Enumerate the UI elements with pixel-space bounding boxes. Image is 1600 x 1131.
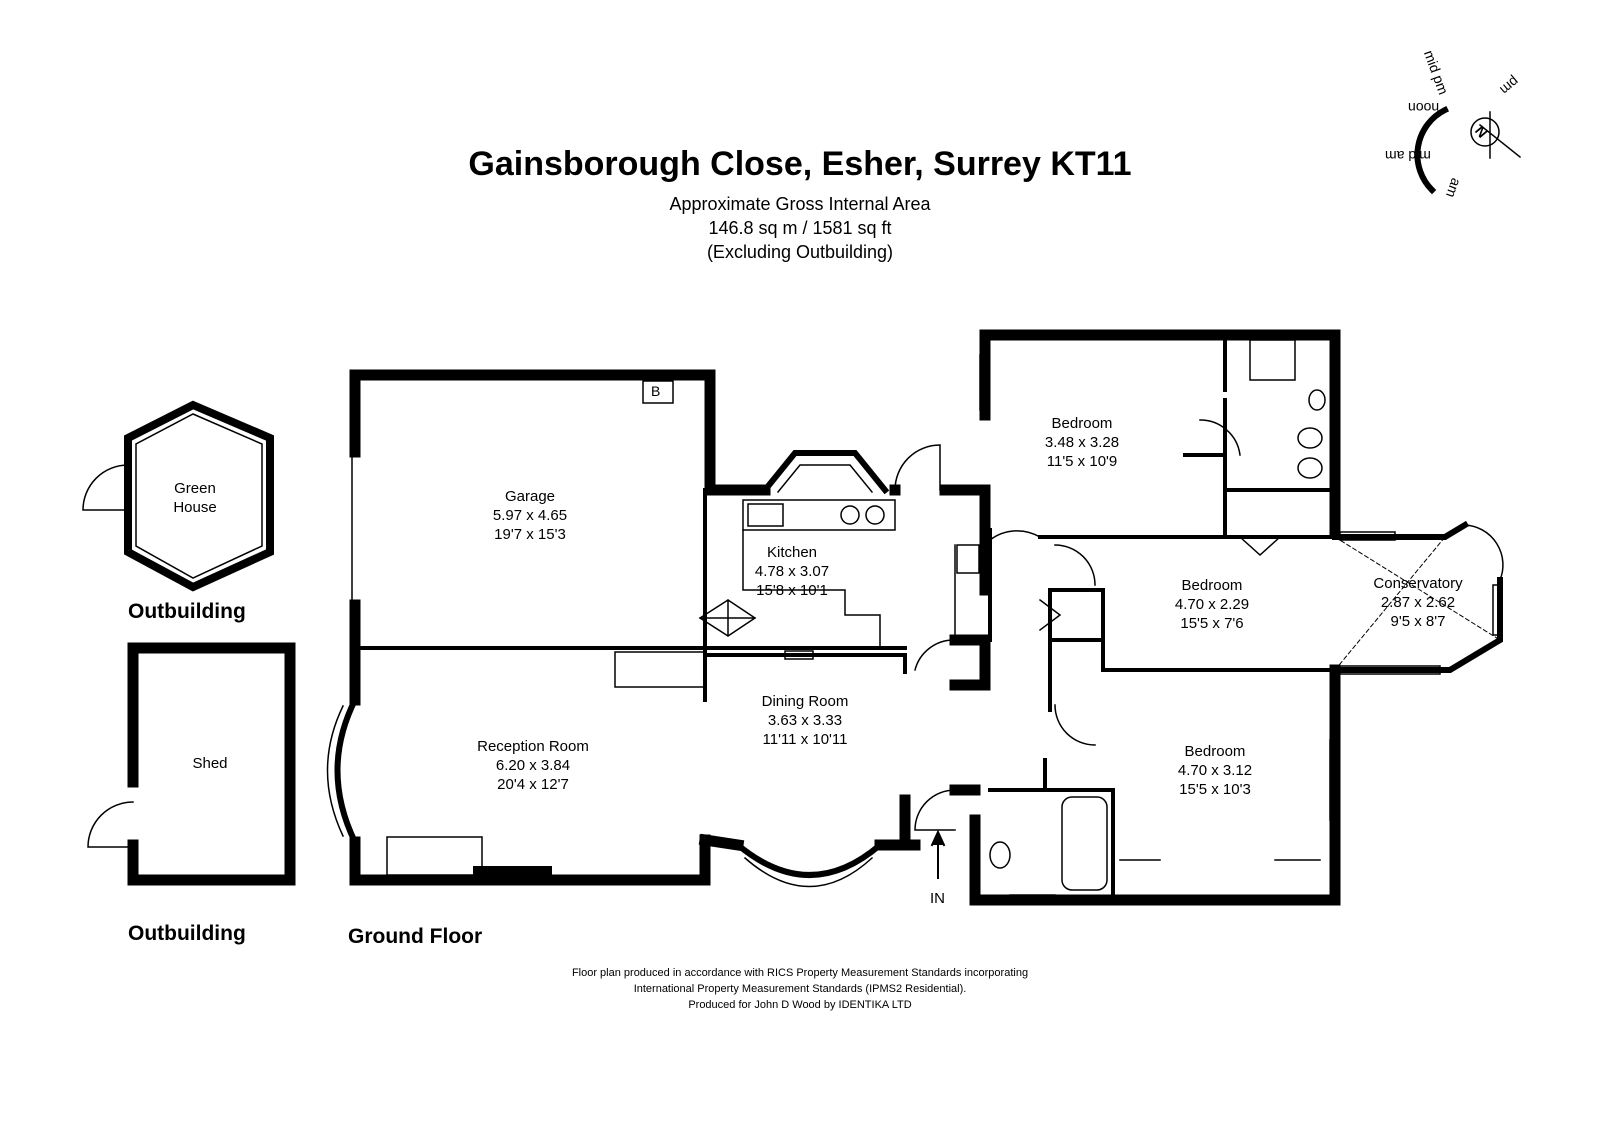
room-garage-metric: 5.97 x 4.65 bbox=[492, 507, 568, 524]
kitchen-worktops bbox=[742, 499, 980, 649]
door-swings bbox=[914, 419, 1241, 831]
bedroom-wing-walls bbox=[949, 329, 1341, 906]
stairs-skylight bbox=[698, 599, 757, 637]
entrance-arrow bbox=[930, 829, 946, 879]
room-reception: Reception Room 6.20 x 3.84 20'4 x 12'7 bbox=[477, 737, 589, 794]
reception-walls bbox=[349, 642, 711, 886]
dining-walls bbox=[698, 794, 921, 852]
greenhouse-walls bbox=[124, 400, 274, 592]
internal-walls bbox=[353, 338, 1337, 897]
area-value: 146.8 sq m / 1581 sq ft bbox=[708, 218, 892, 238]
room-bedroom-2-imperial: 15'5 x 7'6 bbox=[1180, 615, 1244, 632]
plan-title: Gainsborough Close, Esher, Surrey KT11 bbox=[468, 145, 1132, 183]
ground-floor-label: Ground Floor bbox=[348, 925, 483, 948]
room-bedroom-2: Bedroom 4.70 x 2.29 15'5 x 7'6 bbox=[1175, 576, 1249, 633]
room-shed: Shed bbox=[192, 755, 228, 772]
room-bedroom-3-name: Bedroom bbox=[1184, 743, 1246, 760]
room-dining: Dining Room 3.63 x 3.33 11'11 x 10'11 bbox=[762, 692, 849, 749]
room-dining-imperial: 11'11 x 10'11 bbox=[762, 731, 848, 748]
room-conservatory-name: Conservatory bbox=[1373, 575, 1463, 592]
room-kitchen-name: Kitchen bbox=[766, 544, 818, 561]
compass-label-noon: noon bbox=[1408, 100, 1440, 116]
compass-icon bbox=[1414, 105, 1522, 195]
room-bedroom-1-imperial: 11'5 x 10'9 bbox=[1046, 453, 1118, 470]
room-bedroom-1-metric: 3.48 x 3.28 bbox=[1044, 434, 1120, 451]
room-conservatory-metric: 2.87 x 2.62 bbox=[1380, 594, 1456, 611]
area-label: Approximate Gross Internal Area bbox=[669, 194, 931, 214]
dining-bay-window bbox=[733, 840, 885, 878]
room-dining-metric: 3.63 x 3.33 bbox=[767, 712, 843, 729]
room-bedroom-3-metric: 4.70 x 3.12 bbox=[1177, 762, 1253, 779]
room-bedroom-3: Bedroom 4.70 x 3.12 15'5 x 10'3 bbox=[1178, 742, 1252, 799]
room-kitchen-metric: 4.78 x 3.07 bbox=[754, 563, 830, 580]
wardrobes bbox=[1038, 535, 1321, 861]
room-greenhouse: Green House bbox=[173, 480, 217, 516]
room-reception-imperial: 20'4 x 12'7 bbox=[497, 776, 569, 793]
conservatory-walls bbox=[1332, 520, 1503, 673]
room-dining-name: Dining Room bbox=[761, 693, 849, 710]
boiler-box bbox=[642, 380, 674, 404]
entrance-label: IN bbox=[930, 890, 945, 907]
bathroom-fittings bbox=[989, 339, 1326, 891]
boiler-label: B bbox=[651, 383, 661, 399]
room-bedroom-1-name: Bedroom bbox=[1051, 415, 1113, 432]
room-kitchen-imperial: 15'8 x 10'1 bbox=[756, 582, 828, 599]
kitchen-bay-window bbox=[760, 450, 890, 495]
conservatory-roof bbox=[1334, 536, 1501, 671]
room-bedroom-1: Bedroom 3.48 x 3.28 11'5 x 10'9 bbox=[1045, 414, 1119, 471]
room-kitchen: Kitchen 4.78 x 3.07 15'8 x 10'1 bbox=[755, 543, 829, 600]
room-reception-metric: 6.20 x 3.84 bbox=[495, 757, 571, 774]
room-bedroom-3-imperial: 15'5 x 10'3 bbox=[1179, 781, 1251, 798]
shed-walls bbox=[127, 642, 296, 886]
room-garage-name: Garage bbox=[504, 488, 556, 505]
reception-bay-window bbox=[334, 695, 360, 847]
footer-line-1: Floor plan produced in accordance with R… bbox=[571, 967, 1029, 979]
room-reception-name: Reception Room bbox=[477, 738, 589, 755]
garage-walls bbox=[349, 369, 716, 654]
outbuilding-label-2: Outbuilding bbox=[128, 922, 246, 945]
compass-label-mid-am: mid am bbox=[1385, 148, 1431, 164]
room-conservatory-imperial: 9'5 x 8'7 bbox=[1390, 613, 1446, 630]
room-conservatory: Conservatory 2.87 x 2.62 9'5 x 8'7 bbox=[1373, 574, 1462, 631]
room-bedroom-2-name: Bedroom bbox=[1181, 577, 1243, 594]
area-note: (Excluding Outbuilding) bbox=[706, 242, 894, 262]
room-garage-imperial: 19'7 x 15'3 bbox=[494, 526, 566, 543]
room-garage: Garage 5.97 x 4.65 19'7 x 15'3 bbox=[493, 487, 567, 544]
outbuilding-label-1: Outbuilding bbox=[128, 600, 246, 623]
windows bbox=[644, 354, 1502, 904]
room-bedroom-2-metric: 4.70 x 2.29 bbox=[1174, 596, 1250, 613]
footer-line-2: International Property Measurement Stand… bbox=[633, 983, 967, 995]
footer-line-3: Produced for John D Wood by IDENTIKA LTD bbox=[688, 999, 912, 1011]
